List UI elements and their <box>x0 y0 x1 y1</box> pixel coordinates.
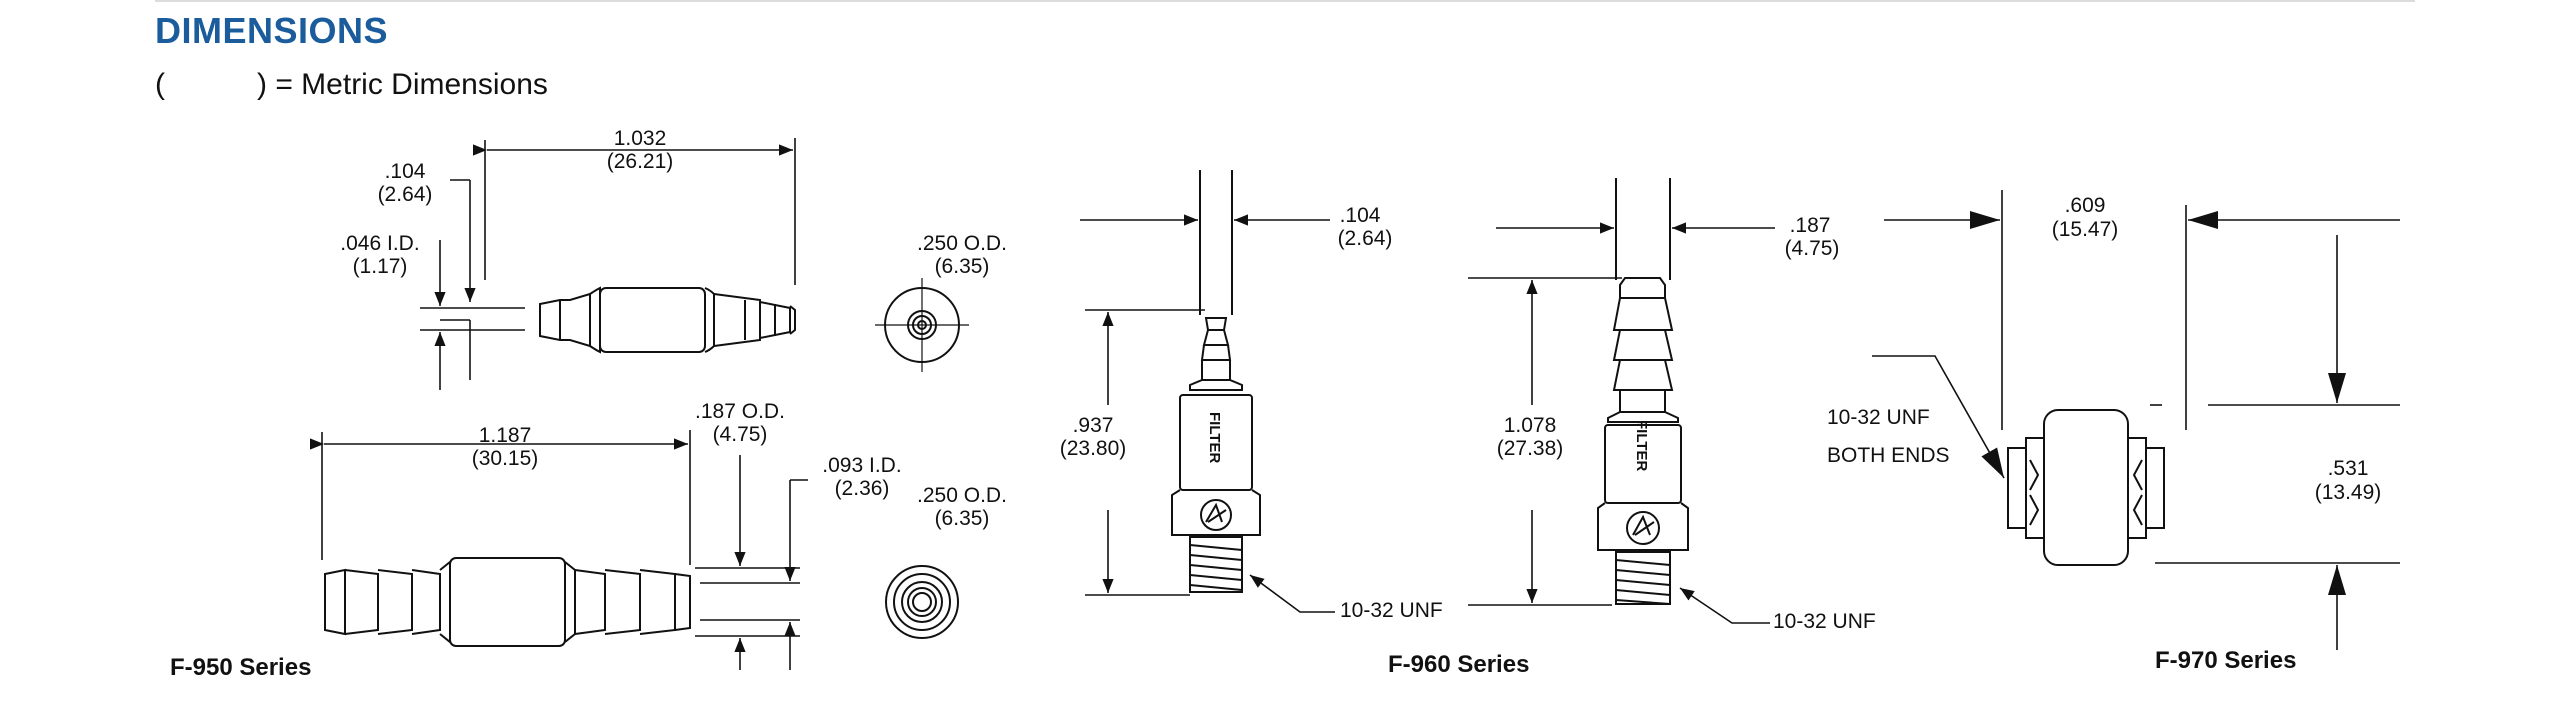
f970-width-in: .609 <box>2065 194 2106 217</box>
f970-dimensions <box>1872 190 2400 650</box>
page-title: DIMENSIONS <box>155 10 389 51</box>
f950-top-end-od-in: .250 O.D. <box>917 232 1007 255</box>
f950-top-id-in: .046 I.D. <box>340 232 419 255</box>
f970-thread-note-line1: 10-32 UNF <box>1827 406 1930 429</box>
f950-top-dimensions <box>420 138 796 390</box>
f960-right-thread: 10-32 UNF <box>1773 610 1876 633</box>
f950-top-length-in: 1.032 <box>614 127 667 150</box>
f950-bottom-fitting <box>324 557 691 647</box>
f960-left-dimensions <box>1080 214 1335 613</box>
f960-left-length-mm: (23.80) <box>1060 437 1127 460</box>
f960-right-length-in: 1.078 <box>1504 414 1557 437</box>
f950-bottom-length-mm: (30.15) <box>472 447 539 470</box>
f950-bottom-id-mm: (2.36) <box>835 477 890 500</box>
f970-height-mm: (13.49) <box>2315 481 2382 504</box>
f960-left-thread: 10-32 UNF <box>1340 599 1443 622</box>
legend-open-paren: ( <box>155 68 165 101</box>
f950-series-label: F-950 Series <box>170 654 311 681</box>
f960-left-filter-text: FILTER <box>1206 412 1223 464</box>
f960-series-label: F-960 Series <box>1388 651 1529 678</box>
f960-right-tip-od-mm: (4.75) <box>1785 237 1840 260</box>
f970-fitting <box>2007 409 2165 566</box>
f960-left-length-in: .937 <box>1073 414 1114 437</box>
f960-right-length-mm: (27.38) <box>1497 437 1564 460</box>
f950-top-tip-od-mm: (2.64) <box>378 183 433 206</box>
f960-right-filter <box>1597 178 1689 605</box>
f970-width-mm: (15.47) <box>2052 218 2119 241</box>
f950-bottom-id-in: .093 I.D. <box>822 454 901 477</box>
f970-series-label: F-970 Series <box>2155 647 2296 674</box>
f950-bottom-length-in: 1.187 <box>479 424 532 447</box>
f950-top-end-od-mm: (6.35) <box>935 255 990 278</box>
f950-bottom-barb-od-in: .187 O.D. <box>695 400 785 423</box>
f970-height-in: .531 <box>2328 457 2369 480</box>
f950-bottom-barb-od-mm: (4.75) <box>713 423 768 446</box>
f960-left-tip-od-in: .104 <box>1340 204 1381 227</box>
f950-top-tip-od-in: .104 <box>385 160 426 183</box>
f950-top-fitting <box>539 286 796 354</box>
legend-text: ) = Metric Dimensions <box>257 68 548 101</box>
top-rule <box>155 0 2415 2</box>
f950-bottom-end-od-in: .250 O.D. <box>917 484 1007 507</box>
f950-top-end-view <box>875 278 969 372</box>
f950-bottom-end-od-mm: (6.35) <box>935 507 990 530</box>
f960-left-filter <box>1171 170 1261 593</box>
f970-thread-note-line2: BOTH ENDS <box>1827 444 1950 467</box>
f950-top-length-mm: (26.21) <box>607 150 674 173</box>
f960-right-filter-text: FILTER <box>1633 420 1650 472</box>
f960-left-tip-od-mm: (2.64) <box>1338 227 1393 250</box>
f960-right-tip-od-in: .187 <box>1790 214 1831 237</box>
f950-bottom-dimensions <box>310 430 808 670</box>
f960-right-dimensions <box>1468 222 1775 624</box>
f950-bottom-end-view <box>885 565 959 639</box>
f950-top-id-mm: (1.17) <box>353 255 408 278</box>
